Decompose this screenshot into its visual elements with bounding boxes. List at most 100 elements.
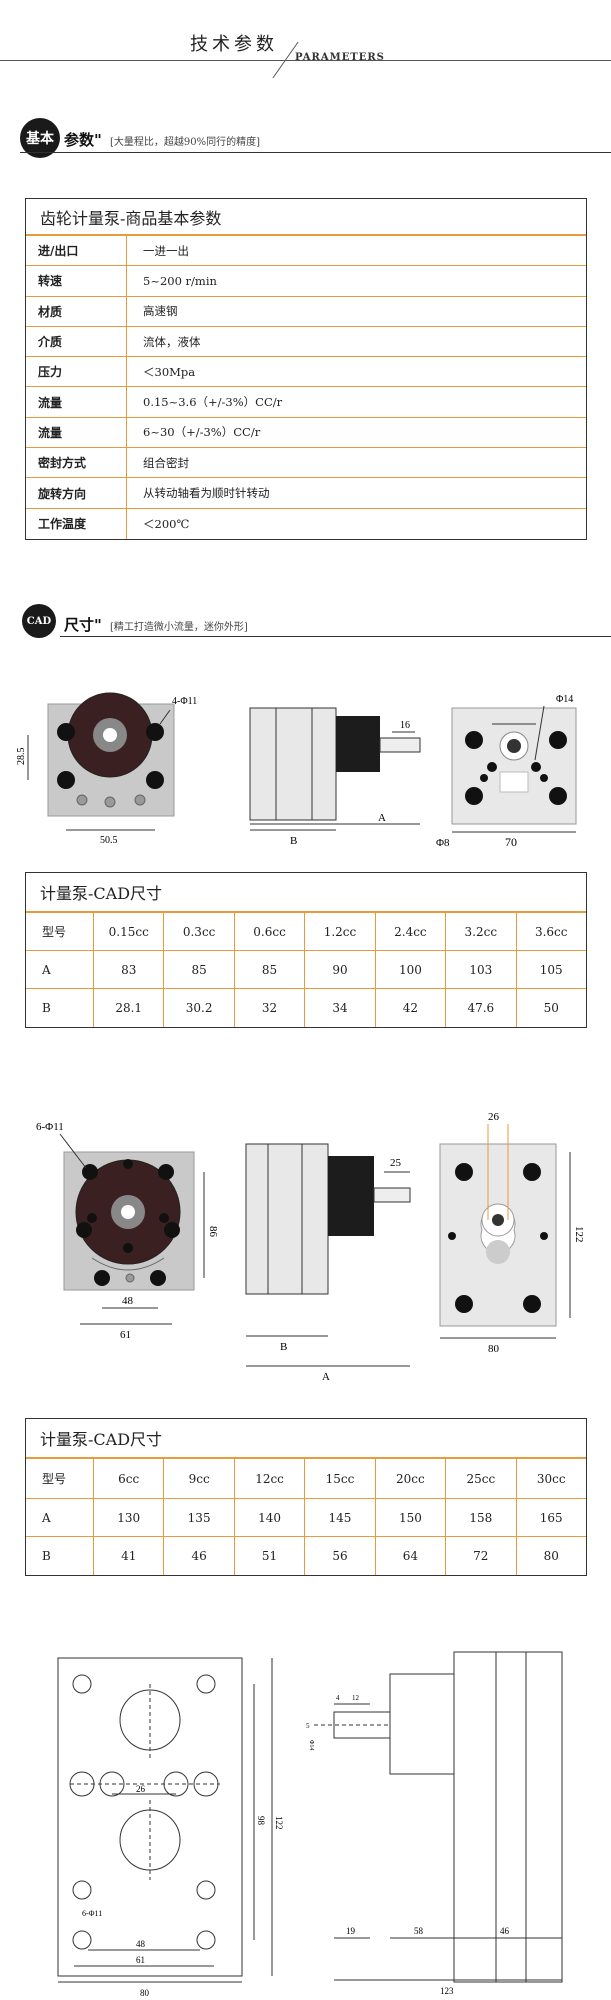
table-cell: 90 <box>305 951 376 988</box>
params-table-title: 齿轮计量泵-商品基本参数 <box>26 199 586 236</box>
table-cell: 165 <box>539 1510 563 1525</box>
param-value: ＜30Mpa <box>143 364 196 379</box>
table-cell: 3.6cc <box>534 924 568 939</box>
label-l3: 46 <box>500 1926 510 1936</box>
label-shaft: 25 <box>390 1157 402 1169</box>
param-key: 材质 <box>26 296 127 326</box>
label-w2: 61 <box>120 1329 131 1341</box>
table-cell: 6cc <box>94 1459 165 1498</box>
param-value: 组合密封 <box>143 455 189 470</box>
cad-table-small: 计量泵-CAD尺寸 型号 0.15cc 0.3cc 0.6cc 1.2cc 2.… <box>25 872 587 1028</box>
param-key: 介质 <box>26 326 127 357</box>
drawing-line-view: 26 6-Φ11 48 61 80 98 122 4 12 5 Φ14 19 5… <box>57 1651 563 1998</box>
table-cell: 2.4cc <box>376 913 447 950</box>
label-w1: 48 <box>136 1939 146 1949</box>
cad-table-large: 计量泵-CAD尺寸 型号 6cc 9cc 12cc 15cc 20cc 25cc… <box>25 1418 587 1576</box>
param-key: 流量 <box>26 387 127 417</box>
table-cell: 158 <box>446 1499 517 1536</box>
param-value: ＜200℃ <box>143 516 190 531</box>
table-row: A 130 135 140 145 150 158 165 <box>26 1499 586 1537</box>
param-value: 5~200 r/min <box>143 273 217 288</box>
label-w: 70 <box>505 835 517 849</box>
header-line-right <box>290 60 611 61</box>
label-b: B <box>280 1341 287 1353</box>
table-cell: 50 <box>543 1001 559 1015</box>
label-holes: 6-Φ11 <box>82 1909 102 1918</box>
table-cell: 56 <box>305 1537 376 1575</box>
section-badge-basic: 基本 <box>20 118 60 158</box>
param-key: 旋转方向 <box>26 478 127 508</box>
table-cell: B <box>26 989 94 1027</box>
label-phi14: Φ14 <box>556 694 573 705</box>
label-l2: 58 <box>414 1926 424 1936</box>
param-value: 0.15~3.6（+/-3%）CC/r <box>143 395 283 410</box>
param-value: 一进一出 <box>143 243 189 258</box>
table-cell: 103 <box>446 951 517 988</box>
table-cell: 47.6 <box>446 989 517 1027</box>
table-cell: A <box>26 951 94 988</box>
param-key: 密封方式 <box>26 448 127 478</box>
label-holes: 4-Φ11 <box>172 696 197 707</box>
label-h2: 122 <box>274 1816 284 1830</box>
param-value: 流体，液体 <box>143 334 201 349</box>
label-shaft: 16 <box>400 720 410 731</box>
table-row: 压力＜30Mpa <box>26 357 586 388</box>
table-cell: 30cc <box>536 1471 566 1486</box>
table-cell: 1.2cc <box>305 913 376 950</box>
param-value: 高速钢 <box>143 304 178 319</box>
page-subtitle: PARAMETERS <box>295 52 385 63</box>
param-key: 进/出口 <box>26 236 127 266</box>
label-d2: 50.5 <box>100 835 118 846</box>
label-top: 26 <box>488 1111 500 1123</box>
table-cell: 41 <box>94 1537 165 1575</box>
table-cell: 25cc <box>446 1459 517 1498</box>
table-cell: 0.6cc <box>235 913 306 950</box>
section-note-size: [精工打造微小流量，迷你外形] <box>110 622 248 633</box>
table-cell: 型号 <box>26 913 94 950</box>
table-cell: 105 <box>539 962 563 977</box>
table-row: B 28.1 30.2 32 34 42 47.6 50 <box>26 989 586 1027</box>
table-row: 旋转方向从转动轴看为顺时针转动 <box>26 478 586 509</box>
table-cell: 85 <box>164 951 235 988</box>
table-cell: 83 <box>94 951 165 988</box>
table-cell: 85 <box>235 951 306 988</box>
table-row: 材质 高速钢 <box>26 296 586 327</box>
label-holes: 6-Φ11 <box>36 1121 64 1133</box>
label-w3: 80 <box>140 1988 150 1998</box>
section-divider <box>20 152 611 153</box>
table-row: 进/出口 一进一出 <box>26 236 586 267</box>
section-title-size: 尺寸" <box>64 616 102 634</box>
label-a: A <box>378 812 386 824</box>
table-cell: 0.15cc <box>94 913 165 950</box>
table-cell: 3.2cc <box>446 913 517 950</box>
table-cell: 30.2 <box>164 989 235 1027</box>
cad-table-title: 计量泵-CAD尺寸 <box>26 873 586 913</box>
table-header-row: 型号 0.15cc 0.3cc 0.6cc 1.2cc 2.4cc 3.2cc … <box>26 913 586 951</box>
table-cell: 140 <box>235 1499 306 1536</box>
label-d1: 28.5 <box>16 748 27 766</box>
table-cell: 9cc <box>164 1459 235 1498</box>
table-cell: 72 <box>446 1537 517 1575</box>
label-s1: 4 <box>336 1694 340 1702</box>
label-l4: 123 <box>440 1986 454 1996</box>
param-key: 流量 <box>26 417 127 448</box>
table-cell: 0.3cc <box>164 913 235 950</box>
table-row: A 83 85 85 90 100 103 105 <box>26 951 586 989</box>
section-divider <box>60 636 611 637</box>
table-cell: 135 <box>164 1499 235 1536</box>
label-w2: 61 <box>136 1955 145 1965</box>
table-cell: 100 <box>376 951 447 988</box>
label-phi8: Φ8 <box>436 837 450 849</box>
table-row: 密封方式 组合密封 <box>26 448 586 479</box>
page-title: 技术参数 <box>190 34 278 55</box>
table-cell: 20cc <box>376 1459 447 1498</box>
drawing-small-pump: 4-Φ11 28.5 50.5 16 B A Φ14 Φ8 70 <box>16 692 577 849</box>
label-s3: 5 <box>306 1722 310 1730</box>
table-cell: 15cc <box>305 1459 376 1498</box>
table-cell: 28.1 <box>94 989 165 1027</box>
table-cell: 80 <box>543 1549 559 1563</box>
label-s4: Φ14 <box>308 1740 314 1750</box>
table-cell: 型号 <box>26 1459 94 1498</box>
